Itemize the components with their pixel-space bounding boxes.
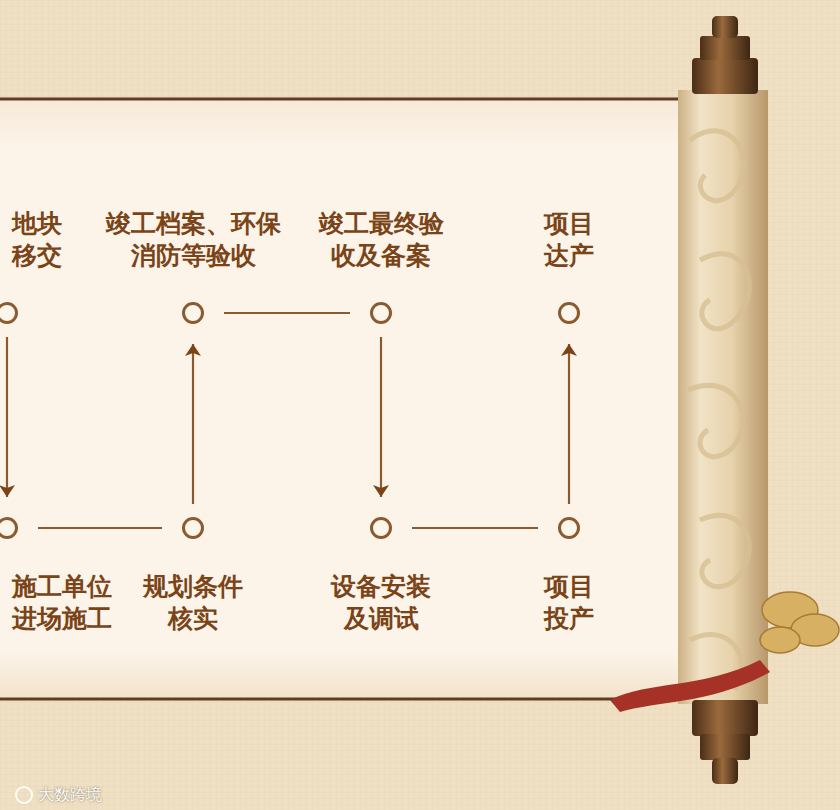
step-label: 竣工档案、环保 消防等验收	[101, 208, 286, 272]
step-label: 项目 达产	[539, 208, 599, 272]
flow-connector	[568, 344, 570, 504]
step-node: 竣工档案、环保 消防等验收	[182, 302, 204, 324]
step-node: 竣工最终验 收及备案	[370, 302, 392, 324]
step-node: 设备安装 及调试	[370, 517, 392, 539]
step-label-holder: 规划条件 核实	[138, 571, 248, 635]
step-label-holder: 设备安装 及调试	[326, 571, 436, 635]
step-label-holder: 施工单位 进场施工	[7, 571, 117, 635]
step-node: 地块 移交	[0, 302, 18, 324]
step-label: 竣工最终验 收及备案	[314, 208, 449, 272]
step-node: 项目 达产	[558, 302, 580, 324]
step-label-holder: 竣工最终验 收及备案	[314, 208, 449, 272]
flow-connector	[380, 337, 382, 497]
step-label-holder: 项目 投产	[539, 571, 599, 635]
step-label: 施工单位 进场施工	[7, 571, 117, 635]
flow-connector	[224, 312, 350, 314]
watermark: 大数跨境	[38, 785, 102, 806]
step-node: 项目 投产	[558, 517, 580, 539]
flow-connector	[192, 344, 194, 504]
step-label-holder: 竣工档案、环保 消防等验收	[101, 208, 286, 272]
flow-connector	[6, 337, 8, 497]
step-label-holder: 地块 移交	[7, 208, 67, 272]
flow-connector	[412, 527, 538, 529]
step-node: 规划条件 核实	[182, 517, 204, 539]
flow-connector	[38, 527, 162, 529]
step-label: 规划条件 核实	[138, 571, 248, 635]
step-node: 施工单位 进场施工	[0, 517, 18, 539]
step-label-holder: 项目 达产	[539, 208, 599, 272]
step-label: 设备安装 及调试	[326, 571, 436, 635]
step-label: 项目 投产	[539, 571, 599, 635]
step-label: 地块 移交	[7, 208, 67, 272]
